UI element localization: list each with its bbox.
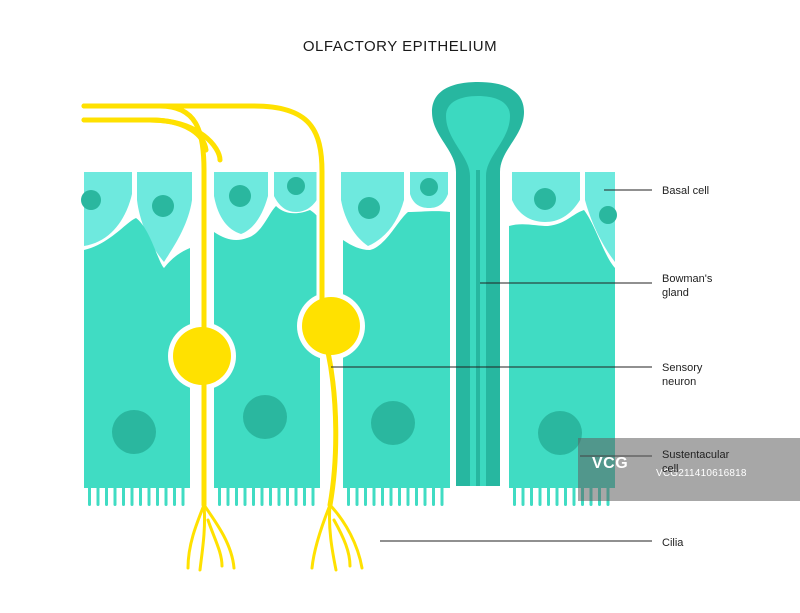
cilium	[530, 486, 533, 506]
nucleus	[358, 197, 380, 219]
cilium	[398, 486, 401, 506]
cilium	[572, 486, 576, 506]
watermark-id: VCG211410616818	[656, 468, 747, 479]
cilium	[415, 486, 418, 506]
cilium	[303, 486, 306, 506]
cilium	[260, 486, 264, 506]
sensory-neuron-soma	[302, 297, 360, 355]
cilium	[252, 486, 255, 506]
nucleus	[599, 206, 617, 224]
axon	[251, 103, 325, 303]
cilium	[555, 486, 559, 506]
label-line: cell	[662, 463, 679, 475]
cilium	[521, 486, 525, 506]
watermark-band	[578, 438, 800, 501]
leader-lines	[331, 189, 652, 542]
cilium	[156, 486, 159, 506]
sustentacular-cell	[214, 206, 320, 488]
cilium	[355, 486, 359, 506]
label-sensory-neuron: Sensory neuron	[662, 361, 702, 389]
cilium	[286, 486, 289, 506]
cilium	[269, 486, 272, 506]
cilium	[243, 486, 247, 506]
sustentacular-cells	[84, 206, 615, 488]
cilium	[513, 486, 516, 506]
dendrite-branch	[327, 503, 338, 572]
cilium	[389, 486, 393, 506]
nucleus	[371, 401, 415, 445]
cilium	[235, 486, 238, 506]
cilium	[372, 486, 376, 506]
cilia	[88, 486, 610, 506]
nucleus	[243, 395, 287, 439]
cilium	[173, 486, 176, 506]
cilium	[164, 486, 168, 506]
sustentacular-cell	[84, 218, 190, 488]
cilium	[130, 486, 134, 506]
cilium	[181, 486, 185, 506]
nucleus	[538, 411, 582, 455]
label-line: Bowman's	[662, 273, 713, 285]
dendrite-branch	[186, 503, 206, 570]
cilium	[218, 486, 221, 506]
dendrite-branch	[332, 518, 352, 568]
cilium	[538, 486, 542, 506]
label-bowmans-gland: Bowman's gland	[662, 272, 712, 300]
cilium	[147, 486, 151, 506]
cilium	[364, 486, 367, 506]
label-basal-cell: Basal cell	[662, 185, 710, 197]
cilium	[226, 486, 230, 506]
nucleus	[229, 185, 251, 207]
cilium	[440, 486, 444, 506]
axon-2-top	[81, 117, 209, 153]
dendrite-branch	[202, 503, 236, 570]
sustentacular-cell	[343, 211, 450, 488]
cilium	[88, 486, 91, 506]
cilium	[423, 486, 427, 506]
label-line: Sensory	[662, 362, 703, 374]
nucleus	[534, 188, 556, 210]
cilium	[381, 486, 384, 506]
sustentacular-cell-nuclei	[112, 395, 582, 455]
label-line: Sustentacular	[662, 449, 730, 461]
diagram-title: OLFACTORY EPITHELIUM	[302, 38, 498, 55]
cilium	[406, 486, 410, 506]
dendrite	[325, 349, 339, 508]
nucleus	[420, 178, 438, 196]
dendrite-branch	[206, 518, 224, 568]
nucleus	[287, 177, 305, 195]
cilium	[277, 486, 281, 506]
basal-cell-nuclei	[81, 177, 617, 224]
sustentacular-cell	[509, 210, 615, 488]
cilium	[105, 486, 108, 506]
label-cilia: Cilia	[662, 537, 684, 549]
dendrite-branch	[198, 503, 207, 572]
sensory-neuron-soma	[173, 327, 231, 385]
basal-cell	[84, 172, 132, 246]
cilium	[347, 486, 350, 506]
cilium	[547, 486, 550, 506]
dendrite-branch	[328, 503, 364, 570]
dendrite-branch	[310, 503, 332, 570]
cilium	[311, 486, 315, 506]
cilium	[294, 486, 298, 506]
cilium	[122, 486, 125, 506]
cilium	[139, 486, 142, 506]
nucleus	[152, 195, 174, 217]
nucleus	[81, 190, 101, 210]
cilium	[113, 486, 117, 506]
cilium	[96, 486, 100, 506]
neuron-somas	[173, 297, 360, 385]
cilium	[564, 486, 567, 506]
bowmans-gland	[432, 82, 524, 486]
label-line: gland	[662, 287, 689, 299]
watermark-logo: VCG	[592, 455, 629, 472]
label-line: neuron	[662, 376, 697, 388]
label-sustentacular-cell: Sustentacular cell	[662, 448, 729, 476]
cilium	[432, 486, 435, 506]
nucleus	[112, 410, 156, 454]
gland-duct	[476, 170, 480, 486]
